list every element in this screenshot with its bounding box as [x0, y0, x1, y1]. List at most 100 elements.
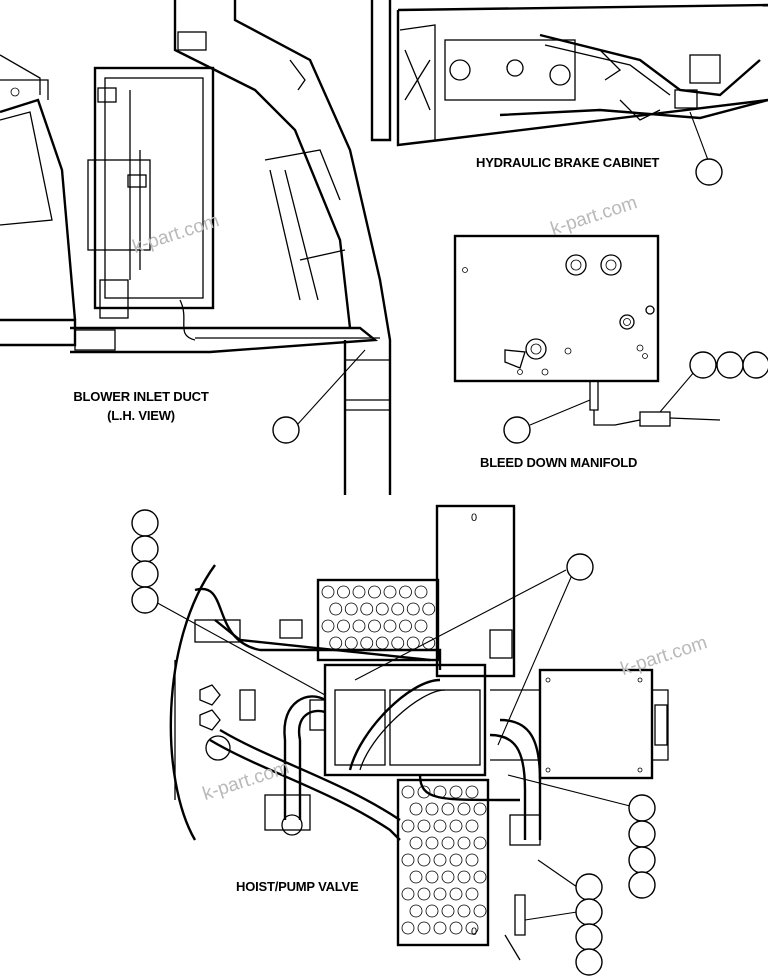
- callout-bleed-down-1: [503, 416, 531, 444]
- bleed-down-manifold-label: BLEED DOWN MANIFOLD: [480, 455, 638, 470]
- callout-hoist-8: [628, 846, 656, 874]
- perforation-hole: [433, 887, 447, 901]
- perforation-hole: [457, 870, 471, 884]
- perforation-hole: [441, 836, 455, 850]
- perforation-hole: [425, 904, 439, 918]
- perforation-hole: [465, 853, 479, 867]
- callout-bleed-down-3: [716, 351, 744, 379]
- perforation-hole: [425, 802, 439, 816]
- perforation-hole: [433, 853, 447, 867]
- perforation-hole: [433, 819, 447, 833]
- perforation-hole: [449, 819, 463, 833]
- perforation-hole: [375, 636, 389, 650]
- perforation-hole: [465, 819, 479, 833]
- perforation-hole: [360, 602, 374, 616]
- perforation-hole: [409, 904, 423, 918]
- callout-hoist-11: [575, 898, 603, 926]
- plate-mark-top: 0: [471, 512, 477, 524]
- callout-hoist-4: [131, 586, 159, 614]
- perforation-hole: [399, 585, 412, 599]
- perforation-hole: [414, 585, 428, 599]
- perforation-hole: [449, 921, 463, 935]
- perforation-hole: [425, 836, 439, 850]
- perforation-hole: [441, 870, 455, 884]
- perforation-hole: [401, 819, 415, 833]
- callout-bleed-down-2: [689, 351, 717, 379]
- perforation-hole: [399, 619, 412, 633]
- perforation-hole: [417, 819, 431, 833]
- perforation-hole: [473, 802, 487, 816]
- perforation-hole: [441, 802, 455, 816]
- perforation-hole: [425, 870, 439, 884]
- perforation-hole: [465, 785, 479, 799]
- blower-inlet-duct-view: [0, 0, 392, 495]
- perforation-hole: [457, 836, 471, 850]
- perforation-hole: [321, 585, 335, 599]
- perforation-hole: [409, 802, 423, 816]
- hydraulic-brake-cabinet-view: [370, 0, 768, 186]
- perforation-hole: [417, 921, 431, 935]
- perforation-hole: [457, 904, 471, 918]
- perforation-hole: [409, 870, 423, 884]
- hoist-pump-valve-label: HOIST/PUMP VALVE: [236, 879, 359, 894]
- perforation-hole: [329, 636, 343, 650]
- perforation-hole: [422, 602, 436, 616]
- perforation-hole: [352, 619, 366, 633]
- callout-hoist-5: [566, 553, 594, 581]
- perforation-hole: [368, 619, 381, 633]
- perforation-hole: [391, 636, 405, 650]
- perforation-hole: [465, 887, 479, 901]
- callout-hoist-7: [628, 820, 656, 848]
- perforation-hole: [337, 619, 350, 633]
- callout-hoist-2: [131, 535, 159, 563]
- perforation-hole: [391, 602, 405, 616]
- lh-view-label: (L.H. VIEW): [107, 408, 175, 423]
- callout-bleed-down-4: [742, 351, 768, 379]
- perforation-hole: [473, 870, 487, 884]
- perforation-hole: [457, 802, 471, 816]
- perforation-hole: [375, 602, 389, 616]
- hoist-pump-valve-view: [131, 504, 669, 976]
- perforation-hole: [406, 602, 420, 616]
- perforation-hole: [417, 887, 431, 901]
- callout-hoist-10: [575, 873, 603, 901]
- perforation-hole: [383, 585, 397, 599]
- bleed-down-manifold-view: [453, 234, 768, 444]
- callout-hoist-9: [628, 871, 656, 899]
- callout-duct: [272, 416, 300, 444]
- plate-mark-bottom: 0: [471, 926, 477, 938]
- perforation-hole: [401, 887, 415, 901]
- perforation-hole: [417, 785, 431, 799]
- perforation-hole: [433, 921, 447, 935]
- perforation-hole: [344, 636, 358, 650]
- perforation-hole: [449, 853, 463, 867]
- perforated-panel-bottom: [401, 785, 487, 935]
- callout-hoist-12: [575, 923, 603, 951]
- perforation-hole: [465, 921, 479, 935]
- perforation-hole: [449, 887, 463, 901]
- callout-hoist-1: [131, 509, 159, 537]
- hydraulic-brake-cabinet-label: HYDRAULIC BRAKE CABINET: [476, 155, 660, 170]
- perforation-hole: [337, 585, 350, 599]
- blower-inlet-duct-label: BLOWER INLET DUCT: [73, 389, 209, 404]
- perforation-hole: [321, 619, 335, 633]
- perforation-hole: [344, 602, 358, 616]
- perforated-panel-top: [321, 585, 436, 650]
- callout-hoist-6: [628, 794, 656, 822]
- perforation-hole: [409, 836, 423, 850]
- callout-hoist-3: [131, 560, 159, 588]
- perforation-hole: [473, 904, 487, 918]
- perforation-hole: [449, 785, 463, 799]
- perforation-hole: [401, 785, 415, 799]
- perforation-hole: [383, 619, 397, 633]
- perforation-hole: [329, 602, 343, 616]
- perforation-hole: [401, 853, 415, 867]
- perforation-hole: [360, 636, 374, 650]
- perforation-hole: [441, 904, 455, 918]
- perforation-hole: [368, 585, 381, 599]
- perforation-hole: [414, 619, 428, 633]
- callout-hoist-13: [575, 948, 603, 976]
- callout-brake-cabinet: [695, 158, 723, 186]
- perforation-hole: [401, 921, 415, 935]
